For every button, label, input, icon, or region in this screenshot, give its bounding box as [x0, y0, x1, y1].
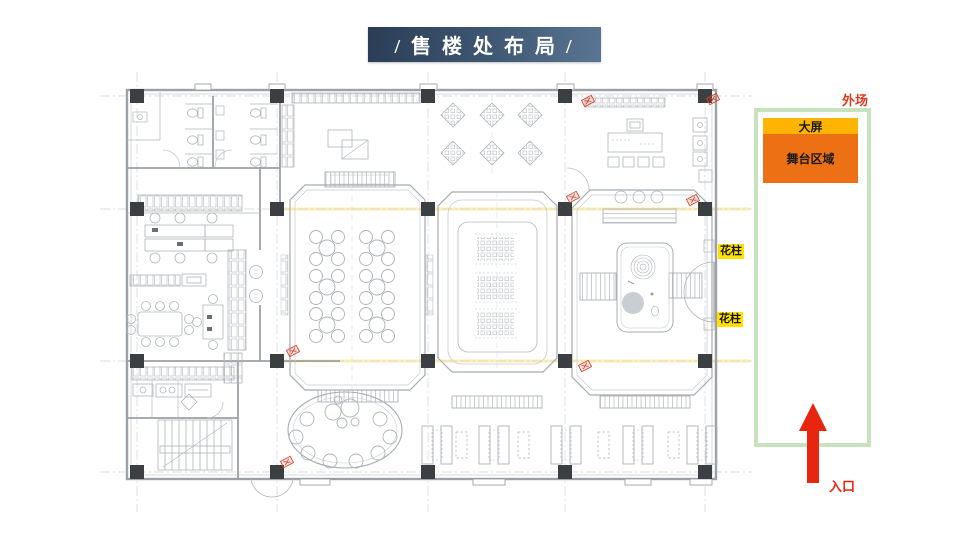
flower-door	[683, 261, 715, 323]
stair-area	[131, 366, 235, 471]
toilet-area	[127, 92, 277, 168]
title-banner: / 售 楼 处 布 局 /	[368, 27, 601, 62]
office-area	[126, 194, 263, 384]
building-outline	[125, 83, 718, 498]
entrance-arrow-shaft	[807, 430, 819, 483]
oval-lounge	[287, 391, 403, 469]
flower-column-label-2: 花柱	[717, 312, 743, 327]
right-hall	[571, 189, 715, 409]
reception-office	[566, 97, 713, 191]
booth-row	[421, 425, 718, 465]
flower-column-label-1: 花柱	[718, 244, 744, 259]
big-screen-box: 大屏	[763, 118, 858, 134]
entrance-label: 入口	[829, 479, 856, 494]
stage-area-box: 舞台区域	[763, 134, 858, 183]
center-hall	[437, 191, 558, 409]
left-hall	[280, 171, 434, 403]
columns	[130, 89, 712, 479]
page-title: / 售 楼 处 布 局 /	[394, 36, 575, 58]
outdoor-area-label: 外场	[842, 93, 869, 108]
entrance-arrow-icon	[799, 403, 827, 431]
diamond-ceiling-area	[440, 96, 543, 176]
sketch-room	[281, 92, 421, 168]
floor-plan	[100, 72, 752, 512]
